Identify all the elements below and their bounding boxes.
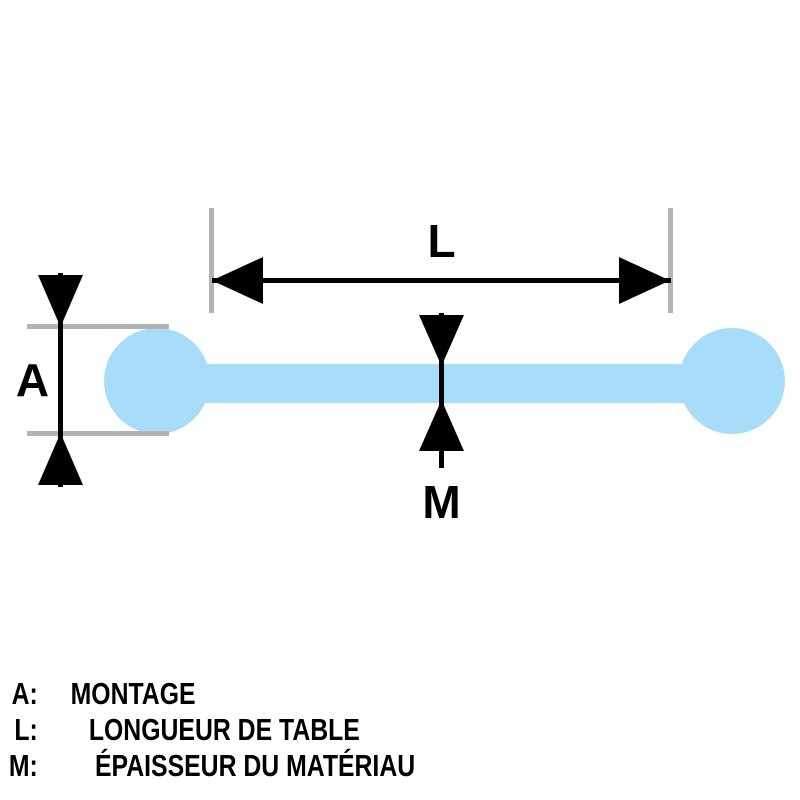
dimension-a-arrow-bottom — [38, 433, 83, 485]
dimension-l-arrow-right — [619, 257, 670, 304]
legend-key-l: L: — [14, 712, 38, 747]
part-ball-left — [104, 328, 210, 434]
dimension-l-line — [212, 278, 671, 283]
dimension-a: A — [16, 273, 169, 487]
legend-row: A: MONTAGE — [0, 676, 800, 712]
legend-term-a: MONTAGE — [70, 676, 196, 711]
part-shape — [104, 328, 785, 434]
dimension-m-line — [439, 313, 444, 468]
legend-key-m: M: — [8, 748, 38, 783]
dimension-m: M — [419, 313, 464, 528]
legend-term-m: ÉPAISSEUR DU MATÉRIAU — [95, 748, 416, 783]
dimension-a-arrow-top — [38, 275, 83, 327]
dimension-l-label: L — [427, 215, 454, 267]
dimension-a-extension-bottom — [27, 431, 169, 436]
dimension-l: L — [209, 208, 673, 313]
dimension-a-line — [58, 273, 63, 487]
dimension-a-extension-top — [27, 324, 169, 329]
dimension-m-label: M — [422, 476, 459, 528]
dimension-l-arrow-left — [212, 257, 263, 304]
part-ball-right — [679, 328, 785, 434]
legend-row: M: ÉPAISSEUR DU MATÉRIAU — [0, 748, 800, 784]
legend-row: L: LONGUEUR DE TABLE — [0, 712, 800, 748]
dimension-l-extension-right — [668, 208, 673, 313]
dimension-m-arrow-bottom — [419, 400, 464, 451]
part-bar — [157, 364, 732, 403]
dimension-l-extension-left — [209, 208, 214, 313]
dimension-m-arrow-top — [419, 315, 464, 366]
legend-term-l: LONGUEUR DE TABLE — [88, 712, 360, 747]
legend: A: MONTAGE L: LONGUEUR DE TABLE M: ÉPAIS… — [0, 676, 800, 784]
legend-key-a: A: — [11, 676, 38, 711]
dimension-a-label: A — [16, 354, 48, 406]
